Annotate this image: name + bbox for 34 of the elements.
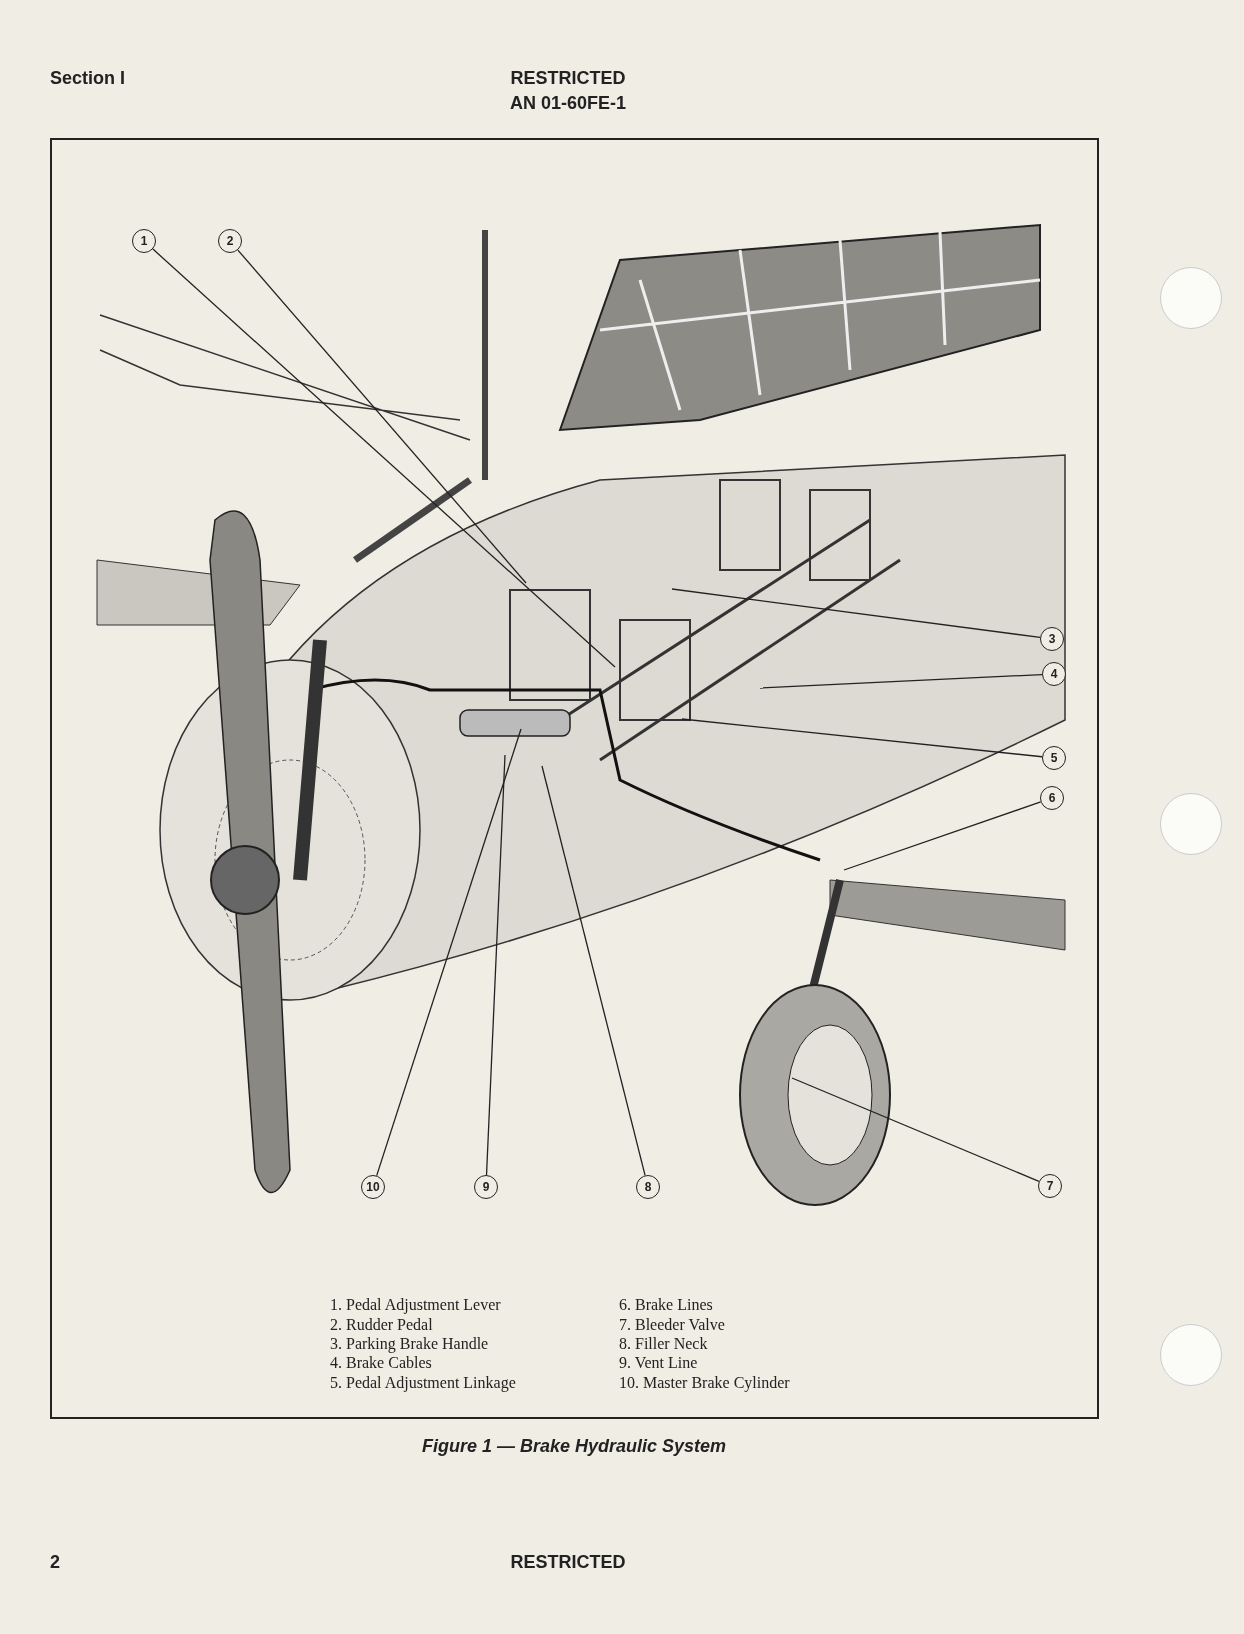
parts-list-item: 10. Master Brake Cylinder (619, 1374, 790, 1392)
page-header-text: RESTRICTED (510, 1552, 626, 1573)
leader-line (671, 588, 1041, 639)
page-header-text: AN 01-60FE-1 (510, 93, 626, 114)
leader-line (376, 728, 522, 1177)
parts-list-item: 4. Brake Cables (330, 1354, 432, 1372)
parts-list-item: 7. Bleeder Valve (619, 1316, 725, 1334)
parts-list-item: 1. Pedal Adjustment Lever (330, 1296, 501, 1314)
page-header-text: 2 (50, 1552, 60, 1573)
page-header-text: RESTRICTED (510, 68, 626, 89)
parts-list-item: 6. Brake Lines (619, 1296, 713, 1314)
callout-number: 7 (1038, 1174, 1062, 1198)
callout-number: 6 (1040, 786, 1064, 810)
callout-number: 5 (1042, 746, 1066, 770)
leader-line (541, 765, 646, 1176)
leader-line (485, 754, 506, 1176)
parts-list-item: 3. Parking Brake Handle (330, 1335, 489, 1353)
callout-number: 9 (474, 1175, 498, 1199)
parts-list-item: 8. Filler Neck (619, 1335, 708, 1353)
leader-line (791, 1077, 1040, 1182)
leader-line (843, 801, 1042, 871)
callout-number: 8 (636, 1175, 660, 1199)
leader-line (681, 718, 1043, 758)
page-header-text: Section I (50, 68, 125, 89)
figure-caption: Figure 1 — Brake Hydraulic System (421, 1436, 727, 1457)
callout-number: 1 (132, 229, 156, 253)
parts-list-item: 9. Vent Line (619, 1354, 698, 1372)
callout-number: 2 (218, 229, 242, 253)
leader-line (237, 249, 527, 584)
leader-line (759, 673, 1043, 689)
leader-line (152, 248, 616, 668)
parts-list-item: 2. Rudder Pedal (330, 1316, 433, 1334)
parts-list-item: 5. Pedal Adjustment Linkage (330, 1374, 516, 1392)
callout-number: 10 (361, 1175, 385, 1199)
